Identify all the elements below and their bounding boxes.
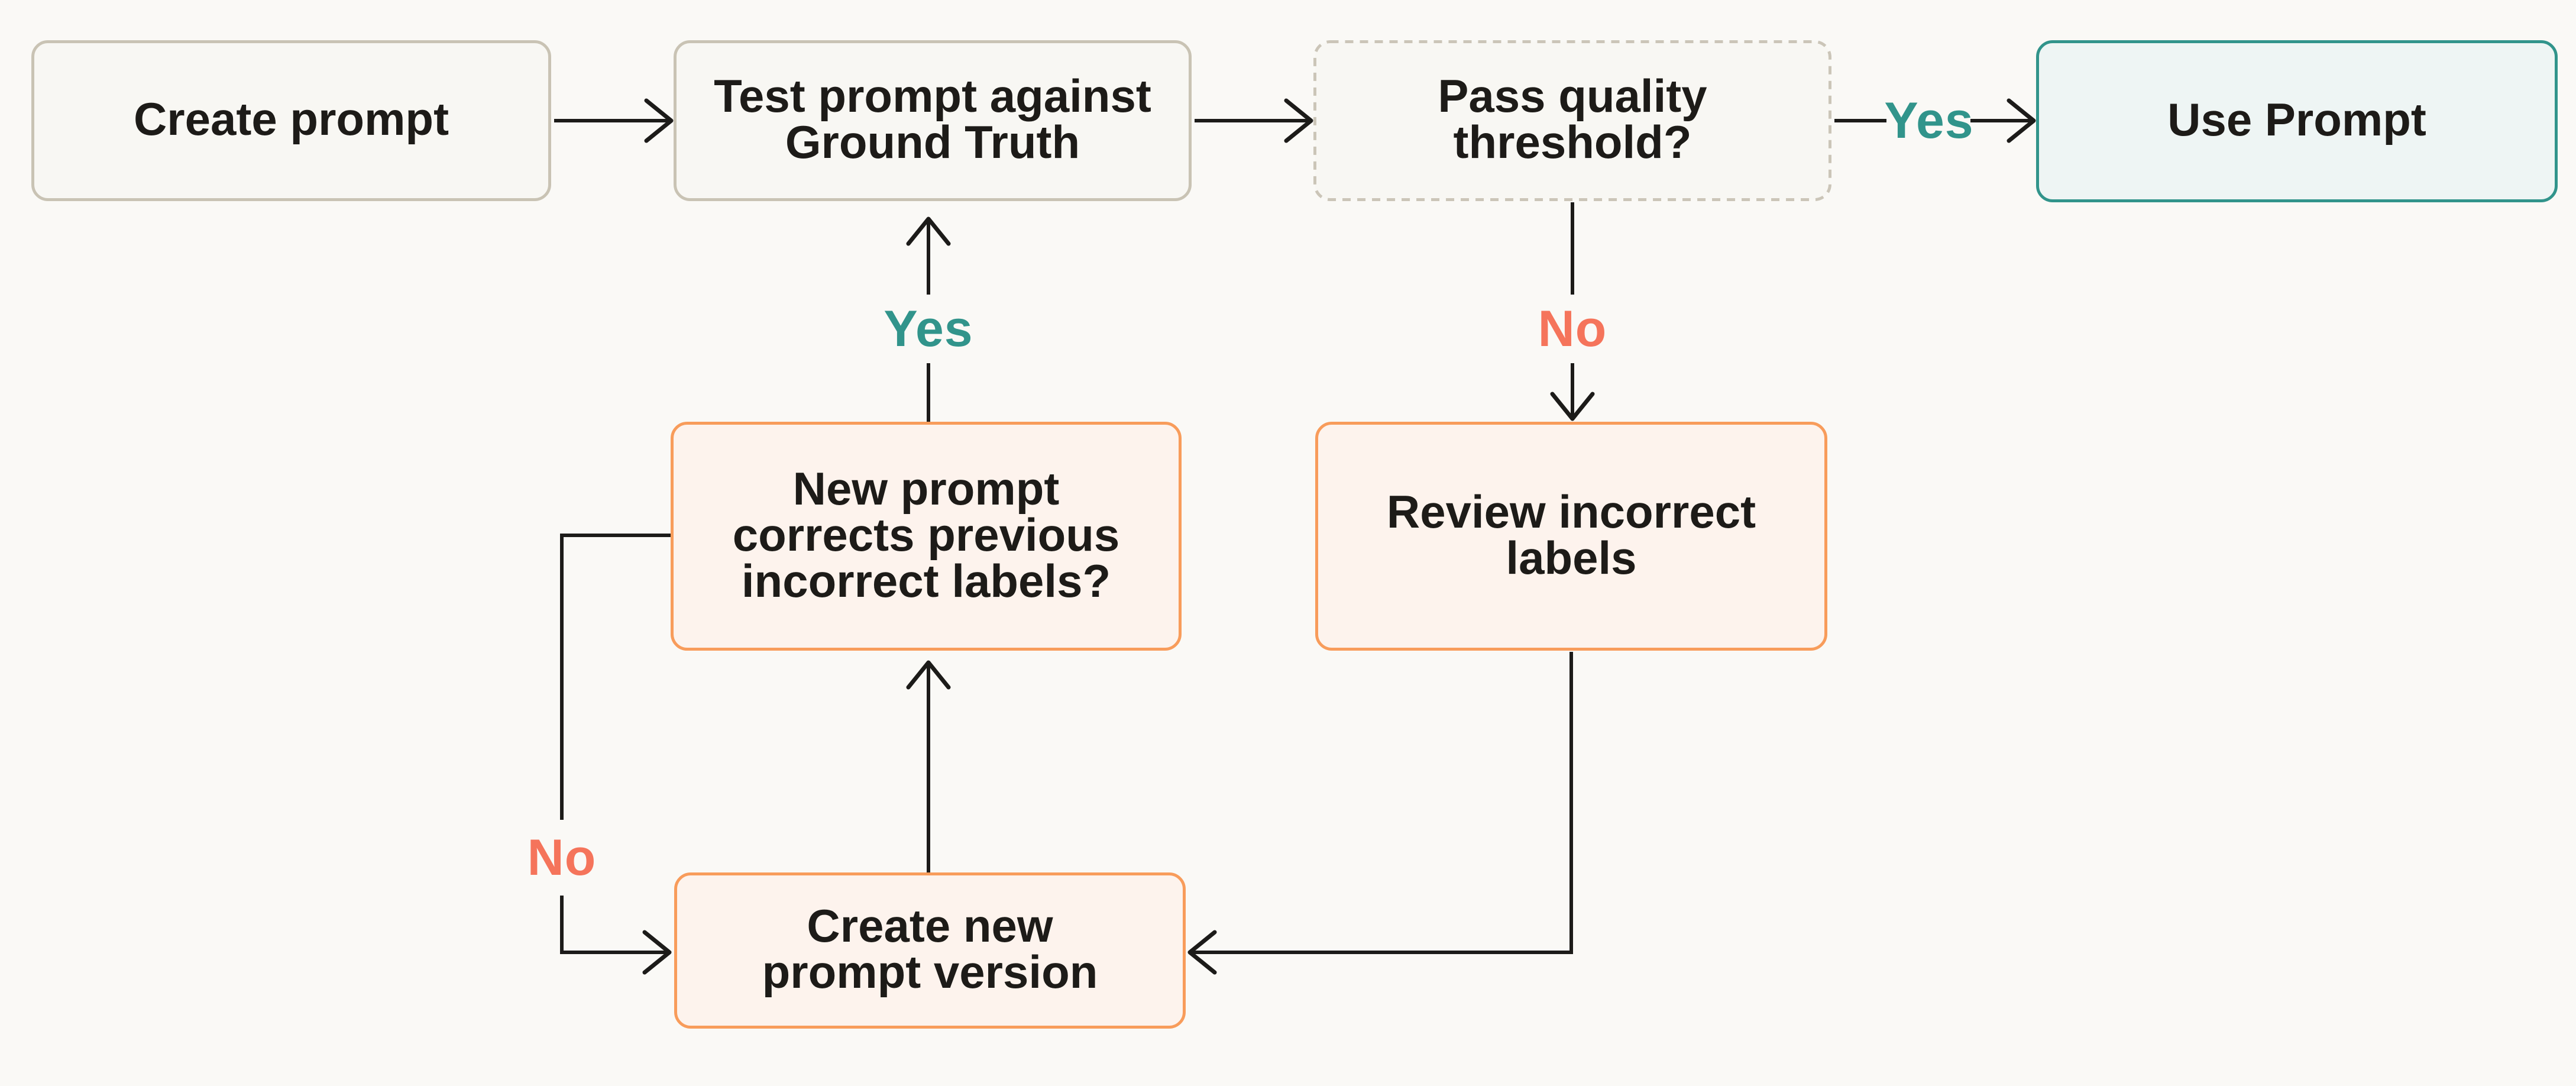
edge-corrects-to-test	[906, 216, 951, 422]
edge-label-no-loop: No	[527, 829, 597, 886]
node-use-prompt-label: Use Prompt	[2167, 93, 2426, 146]
edge-threshold-to-review	[1550, 202, 1595, 421]
node-pass-threshold-label: Pass quality threshold?	[1438, 70, 1707, 168]
edge-review-to-newversion	[1187, 652, 1573, 975]
edge-create-to-test	[554, 98, 674, 143]
pass-threshold-dashed-border	[1313, 40, 1831, 201]
node-test-prompt-label: Test prompt against Ground Truth	[714, 70, 1151, 168]
node-create-new-version-label: Create new prompt version	[762, 900, 1098, 998]
node-review-labels-label: Review incorrect labels	[1386, 485, 1756, 584]
node-create-prompt-label: Create prompt	[133, 93, 449, 145]
edge-label-yes-up: Yes	[884, 300, 973, 357]
node-create-new-version: Create new prompt version	[674, 872, 1186, 1029]
node-create-prompt: Create prompt	[31, 40, 551, 201]
edge-test-to-threshold	[1195, 98, 1313, 143]
edge-label-yes-right: Yes	[1884, 92, 1974, 149]
edge-label-no-down: No	[1538, 300, 1607, 357]
node-use-prompt: Use Prompt	[2036, 40, 2558, 202]
edge-threshold-to-use	[1834, 98, 2036, 143]
node-pass-threshold: Pass quality threshold?	[1313, 40, 1831, 201]
node-test-prompt: Test prompt against Ground Truth	[674, 40, 1192, 201]
edge-corrects-to-newversion	[560, 534, 672, 975]
node-new-prompt-corrects: New prompt corrects previous incorrect l…	[671, 422, 1182, 651]
node-new-prompt-corrects-label: New prompt corrects previous incorrect l…	[732, 462, 1120, 607]
node-review-labels: Review incorrect labels	[1315, 422, 1827, 651]
edge-newversion-to-corrects	[906, 660, 951, 872]
